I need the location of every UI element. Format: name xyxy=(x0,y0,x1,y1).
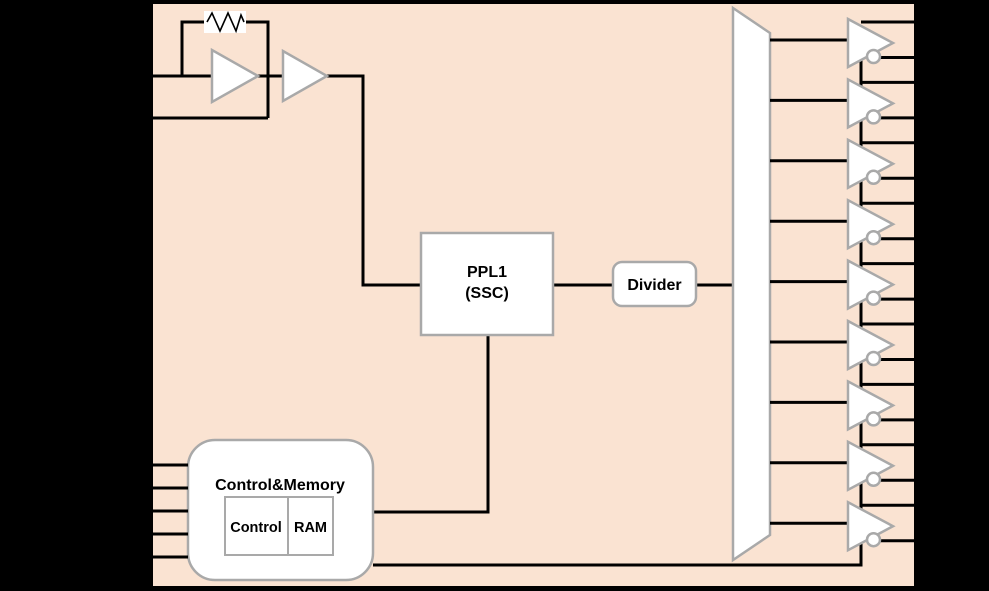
control-memory-title: Control&Memory xyxy=(215,477,345,494)
pll-block: PPL1 (SSC) xyxy=(419,231,555,337)
pin-output-true xyxy=(917,502,923,508)
divider-block: Divider xyxy=(611,260,698,308)
output-buffer-channel xyxy=(770,198,923,251)
pin-output-complement xyxy=(917,417,923,423)
inverted-output-bubble-icon xyxy=(865,411,882,427)
resistor-body xyxy=(204,11,246,33)
pll-label: PPL1 xyxy=(467,264,507,281)
osc-buffer-icon xyxy=(281,48,330,104)
output-buffer-channel xyxy=(770,258,923,311)
output-buffer-channel xyxy=(770,500,923,553)
pll-ssc-label: (SSC) xyxy=(465,285,509,302)
pin-output-true xyxy=(917,19,923,25)
pin-output-complement xyxy=(917,296,923,302)
pin-output-true xyxy=(917,79,923,85)
pin-output-true xyxy=(917,261,923,267)
inverted-output-bubble-icon xyxy=(865,229,882,246)
pin-xin xyxy=(148,73,154,79)
output-buffer-channel xyxy=(770,137,923,190)
output-buffer-channel xyxy=(770,439,923,492)
pll-box xyxy=(419,231,555,337)
fanout-mux-shape xyxy=(731,5,772,563)
pin-output-true xyxy=(917,200,923,206)
control-input-pins xyxy=(148,462,188,560)
pin-output-complement xyxy=(917,477,923,483)
inverted-output-bubble-icon xyxy=(865,109,882,125)
pin-xout xyxy=(148,115,154,121)
output-buffer-channel xyxy=(770,318,923,372)
output-buffer-column xyxy=(770,16,923,553)
pin-output-complement xyxy=(917,356,923,363)
pin-control-input xyxy=(148,485,154,491)
inverted-output-bubble-icon xyxy=(865,48,882,65)
pin-output-complement xyxy=(917,54,923,61)
osc-amp-icon xyxy=(210,47,261,105)
pin-output-true xyxy=(917,442,923,448)
inverted-output-bubble-icon xyxy=(865,290,882,306)
pin-output-complement xyxy=(917,175,923,181)
output-buffer-channel xyxy=(770,77,923,130)
resistor-zigzag-icon xyxy=(206,11,245,34)
control-memory-block: Control&Memory Control RAM xyxy=(186,438,375,582)
control-cell-label: Control xyxy=(230,520,282,536)
inverted-output-bubble-icon xyxy=(865,531,882,548)
ram-cell-label: RAM xyxy=(294,520,327,536)
pin-control-input xyxy=(148,462,154,468)
pin-output-true xyxy=(917,321,923,327)
divider-box xyxy=(611,260,698,308)
divider-label: Divider xyxy=(627,277,681,294)
output-buffer-channel xyxy=(770,379,923,432)
pin-output-complement xyxy=(917,538,923,544)
inverted-output-bubble-icon xyxy=(865,169,882,186)
output-buffer-channel xyxy=(770,16,923,70)
inverted-output-bubble-icon xyxy=(865,471,882,488)
pin-control-input xyxy=(148,554,154,560)
pin-output-complement xyxy=(917,115,923,121)
wire-pll-to-control xyxy=(373,335,490,514)
pin-output-complement xyxy=(917,236,923,242)
pin-output-true xyxy=(917,140,923,146)
pin-output-true xyxy=(917,381,923,387)
feedback-resistor-icon xyxy=(204,11,246,34)
pin-control-input xyxy=(148,531,154,537)
control-ram-box xyxy=(224,496,334,556)
pin-control-input xyxy=(148,508,154,514)
inverted-output-bubble-icon xyxy=(865,350,882,367)
